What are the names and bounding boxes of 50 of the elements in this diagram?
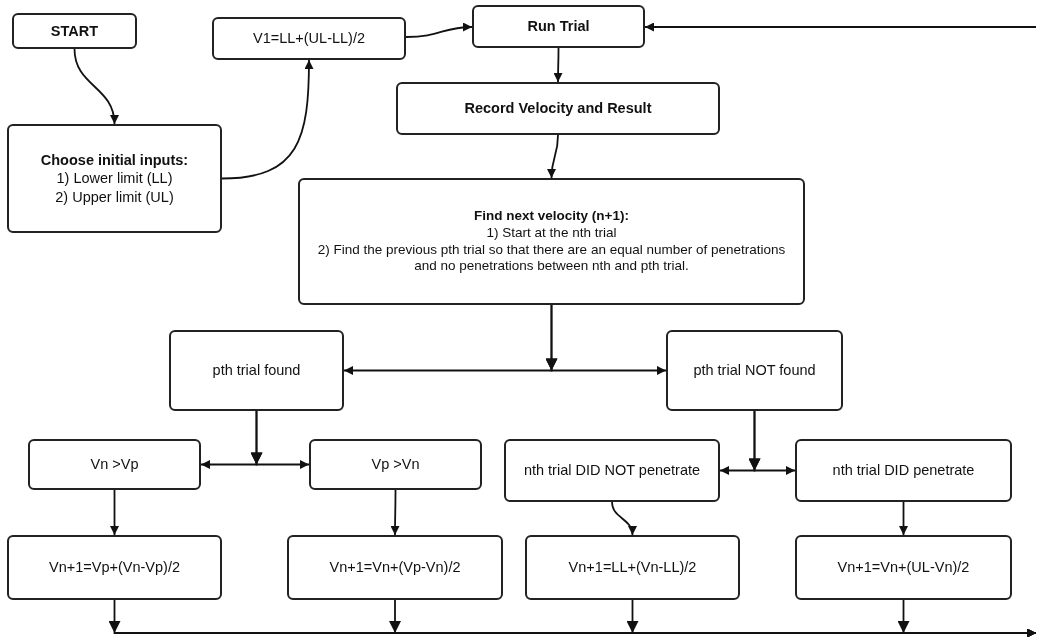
box-text: Vn+1=Vp+(Vn-Vp)/2: [49, 558, 180, 577]
arrow: [110, 489, 119, 536]
box-text: V1=LL+(UL-LL)/2: [252, 29, 365, 48]
arrow: [553, 47, 563, 83]
process-box: [525, 535, 740, 600]
process-box: [212, 17, 406, 60]
box-text: Vn+1=LL+(Vn-LL)/2: [568, 558, 697, 577]
box-text: START: [50, 21, 99, 41]
box-text: Vn+1=Vn+(UL-Vn)/2: [837, 558, 970, 577]
box-text: Find next velocity (n+1):: [474, 207, 629, 225]
box-text: Choose initial inputs:: [40, 151, 189, 170]
box-text: 1) Lower limit (LL): [56, 169, 173, 188]
box-text: 2) Upper limit (UL): [55, 187, 174, 206]
process-box: [795, 535, 1012, 600]
process-box: [169, 330, 344, 411]
process-box: [396, 82, 720, 135]
box-text: pth trial NOT found: [693, 361, 816, 380]
box-text: Run Trial: [527, 17, 590, 36]
arrow: [611, 501, 636, 536]
arrow: [251, 410, 310, 469]
arrow: [405, 22, 473, 38]
box-text: Vp >Vn: [371, 455, 420, 474]
box-text: Vn+1=Vn+(Vp-Vn)/2: [329, 558, 461, 577]
process-box: [7, 124, 222, 233]
box-text: Record Velocity and Result: [464, 99, 652, 118]
arrow: [547, 134, 559, 179]
process-box: [504, 439, 720, 502]
box-text: pth trial found: [212, 361, 301, 380]
arrow: [644, 22, 1037, 32]
box-text: 2) Find the previous pth trial so that there are an equal number of penetrations and no penetrations between nth and pth trial.: [316, 241, 787, 276]
box-text: 1) Start at the nth trial: [486, 224, 617, 242]
arrow: [73, 48, 119, 125]
process-box: [12, 13, 137, 49]
box-text: nth trial DID penetrate: [832, 461, 975, 480]
process-box: [472, 5, 645, 48]
box-text: Vn >Vp: [90, 455, 139, 474]
box-text: nth trial DID NOT penetrate: [523, 461, 701, 480]
arrow: [221, 59, 314, 180]
arrow: [898, 599, 1037, 637]
process-box: [298, 178, 805, 305]
arrow: [749, 410, 796, 475]
process-box: [309, 439, 482, 490]
process-box: [287, 535, 503, 600]
arrow: [899, 501, 908, 536]
process-box: [795, 439, 1012, 502]
arrow: [546, 304, 667, 375]
process-box: [7, 535, 222, 600]
process-box: [28, 439, 201, 490]
process-box: [666, 330, 843, 411]
arrow: [390, 489, 400, 536]
